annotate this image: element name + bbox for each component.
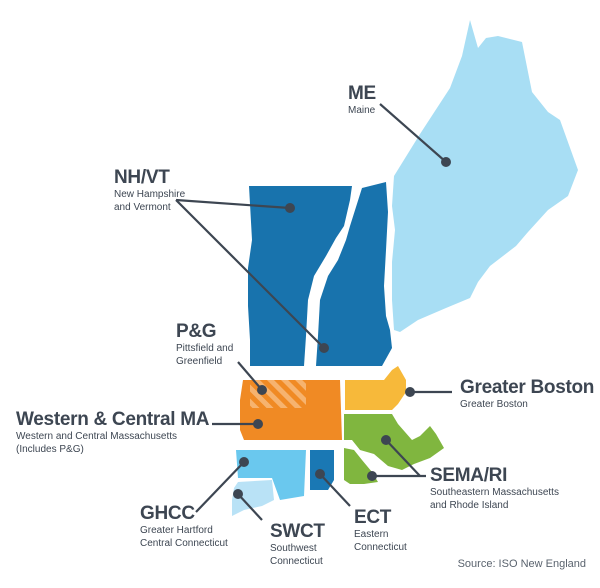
swct-name-line1: Southwest [270, 543, 317, 554]
pg-code: P&G [176, 321, 217, 342]
nhvt-name-line2: and Vermont [114, 202, 171, 213]
zone-markers [233, 157, 451, 499]
marker-gb [405, 387, 415, 397]
label-pg: P&G Pittsfield and Greenfield [176, 322, 233, 368]
ect-name-line2: Connecticut [354, 542, 407, 553]
label-ghcc: GHCC Greater Hartford Central Connecticu… [140, 504, 228, 550]
wcma-code: Western & Central MA [16, 409, 210, 430]
source-note: Source: ISO New England [457, 558, 586, 570]
region-swct[interactable] [232, 480, 274, 516]
semari-name-line1: Southeastern Massachusetts [430, 487, 559, 498]
marker-vt [285, 203, 295, 213]
marker-wcma [253, 419, 263, 429]
marker-ghcc [239, 457, 249, 467]
marker-me [441, 157, 451, 167]
wcma-name-line1: Western and Central Massachusetts [16, 431, 178, 442]
marker-ri [367, 471, 377, 481]
label-gb: Greater Boston Greater Boston [460, 378, 594, 411]
label-swct: SWCT Southwest Connecticut [270, 522, 325, 568]
me-code: ME [348, 83, 376, 104]
wcma-name-line2: (Includes P&G) [16, 444, 84, 455]
ect-name-line1: Eastern [354, 529, 389, 540]
marker-sema [381, 435, 391, 445]
swct-code: SWCT [270, 521, 325, 542]
region-gb[interactable] [345, 366, 406, 410]
label-ect: ECT Eastern Connecticut [354, 508, 407, 554]
semari-code: SEMA/RI [430, 465, 508, 486]
region-vt[interactable] [248, 186, 352, 366]
ect-code: ECT [354, 507, 392, 528]
pg-name-line2: Greenfield [176, 356, 223, 367]
region-me[interactable] [392, 20, 578, 332]
nhvt-name-line1: New Hampshire [114, 189, 186, 200]
label-semari: SEMA/RI Southeastern Massachusetts and R… [430, 466, 559, 512]
ghcc-name-line2: Central Connecticut [140, 538, 228, 549]
me-name: Maine [348, 105, 376, 116]
ghcc-name-line1: Greater Hartford [140, 525, 213, 536]
gb-code: Greater Boston [460, 377, 595, 398]
marker-ect [315, 469, 325, 479]
marker-pg [257, 385, 267, 395]
nhvt-code: NH/VT [114, 167, 170, 188]
region-ghcc[interactable] [236, 450, 306, 500]
label-wcma: Western & Central MA Western and Central… [16, 410, 209, 456]
label-nhvt: NH/VT New Hampshire and Vermont [114, 168, 185, 214]
semari-name-line2: and Rhode Island [430, 500, 509, 511]
leader-lines [175, 103, 452, 521]
ghcc-code: GHCC [140, 503, 195, 524]
pg-name-line1: Pittsfield and [176, 343, 234, 354]
region-semari[interactable] [344, 414, 444, 470]
marker-nh [319, 343, 329, 353]
label-me: ME Maine [348, 84, 376, 117]
marker-swct [233, 489, 243, 499]
gb-name: Greater Boston [460, 399, 528, 410]
region-nh[interactable] [316, 182, 392, 366]
swct-name-line2: Connecticut [270, 556, 323, 567]
